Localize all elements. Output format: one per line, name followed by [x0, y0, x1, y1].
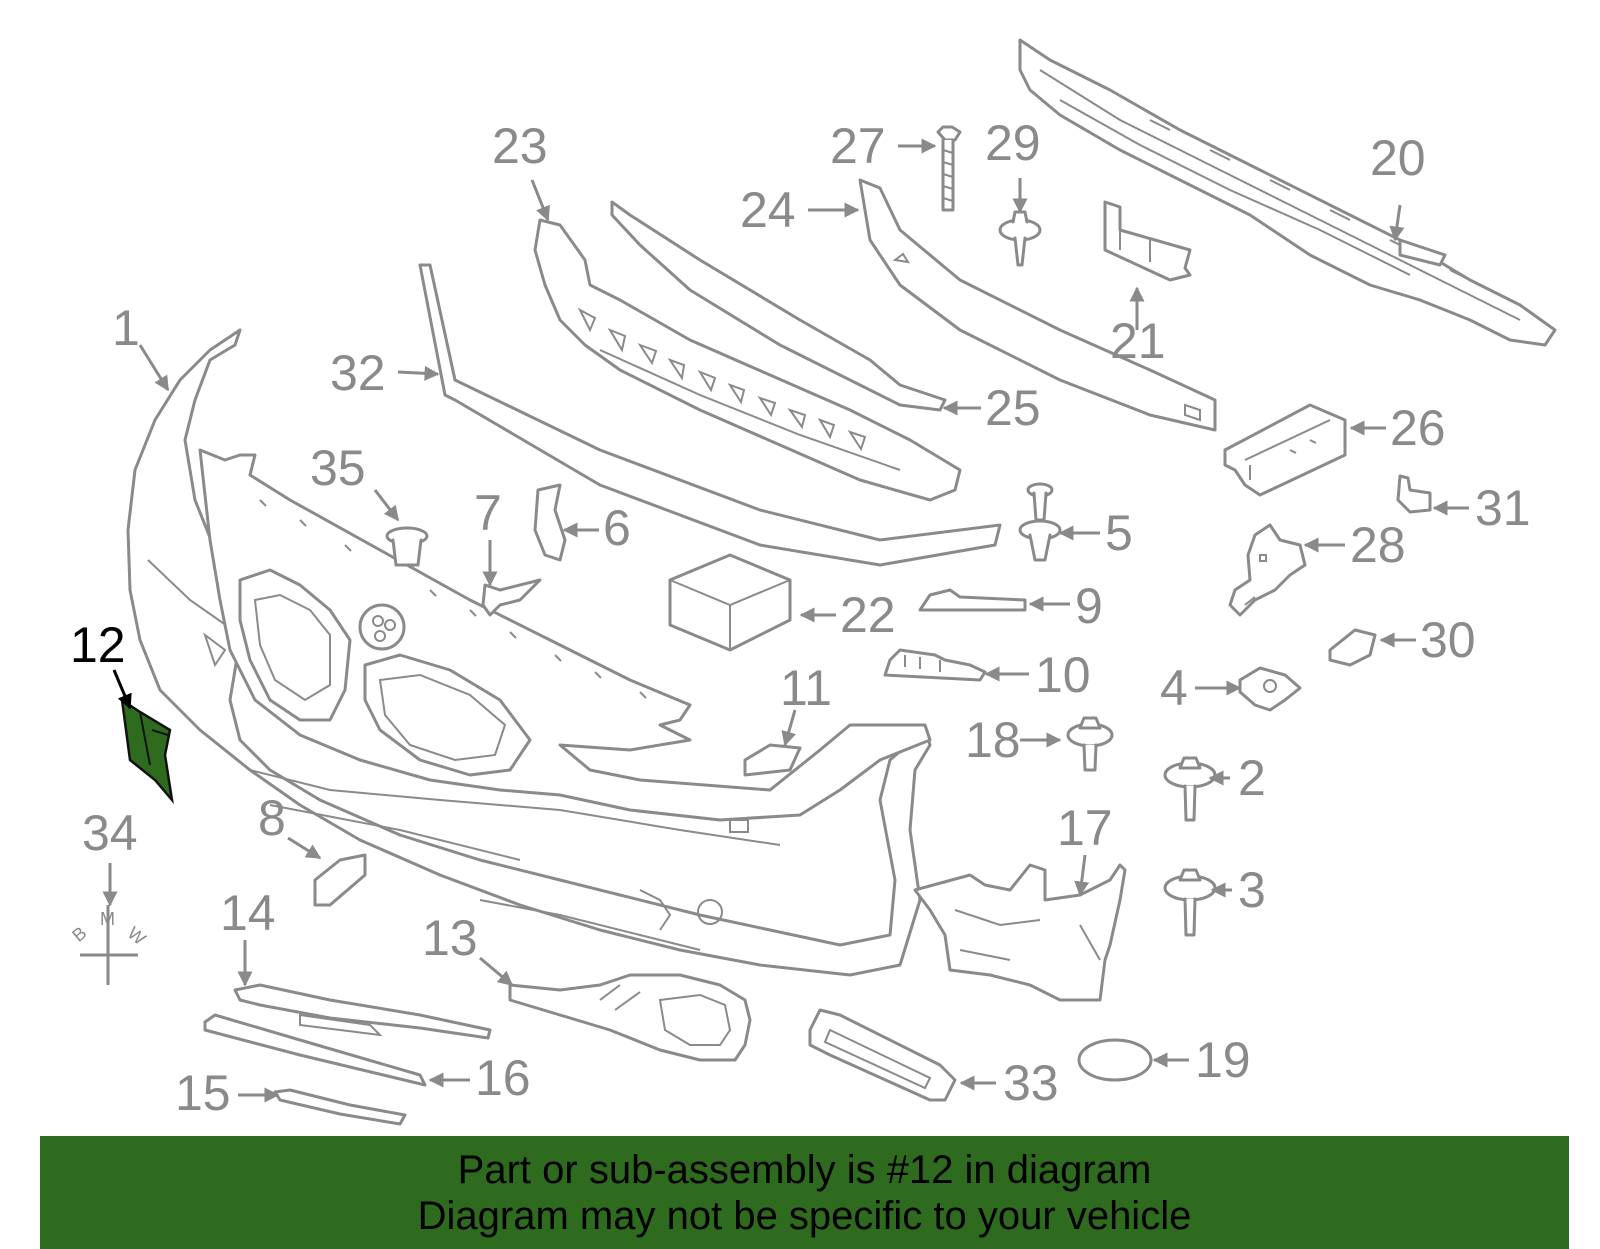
part-27-bolt: [936, 125, 962, 212]
part-7-bracket: [481, 578, 542, 617]
callout-18: 18: [965, 712, 1021, 768]
part-22-block: [668, 553, 792, 652]
banner-line-2: Diagram may not be specific to your vehi…: [417, 1193, 1192, 1238]
part-3-screw: [1163, 868, 1217, 937]
part-8-bracket: [313, 853, 367, 907]
callout-4: 4: [1160, 660, 1188, 716]
callout-16: 16: [475, 1050, 531, 1106]
part-33-frame: [808, 1008, 957, 1102]
part-11-panel: [743, 743, 802, 777]
callout-23: 23: [492, 118, 548, 174]
part-16-trim: [203, 1013, 427, 1087]
emblem-letter-w: W: [124, 923, 150, 949]
callout-35: 35: [310, 440, 366, 496]
banner-line-1: Part or sub-assembly is #12 in diagram: [457, 1147, 1152, 1192]
callout-12: 12: [70, 617, 126, 673]
callout-14: 14: [220, 885, 276, 941]
callout-8: 8: [258, 790, 286, 846]
callout-1: 1: [112, 300, 140, 356]
callout-21: 21: [1110, 313, 1166, 369]
part-2-screw: [1163, 756, 1217, 822]
part-34-emblem: B M W: [68, 905, 149, 985]
callout-3: 3: [1238, 862, 1266, 918]
callout-2: 2: [1238, 750, 1266, 806]
callout-22: 22: [840, 587, 896, 643]
callout-9: 9: [1075, 578, 1103, 634]
part-23-grille-carrier: [533, 218, 962, 502]
part-21-bracket: [1103, 200, 1192, 282]
callout-15: 15: [175, 1065, 231, 1121]
part-18-screw: [1066, 716, 1114, 772]
emblem-letter-m: M: [100, 909, 115, 929]
callout-29: 29: [985, 115, 1041, 171]
info-banner: Part or sub-assembly is #12 in diagram D…: [40, 1136, 1569, 1249]
part-35-plug: [385, 526, 429, 567]
callout-33: 33: [1003, 1055, 1059, 1111]
callout-31: 31: [1475, 480, 1531, 536]
part-4-clip: [1238, 666, 1302, 712]
callout-30: 30: [1420, 612, 1476, 668]
part-15-trim: [273, 1088, 407, 1126]
leader-lines: [102, 138, 1469, 1103]
callout-17: 17: [1057, 800, 1113, 856]
part-24-strip: [858, 178, 1217, 432]
part-31-clip: [1396, 474, 1432, 514]
callout-32: 32: [330, 345, 386, 401]
part-5-clip: [1018, 482, 1062, 562]
callout-13: 13: [422, 910, 478, 966]
part-29-clip: [998, 210, 1042, 267]
emblem-letter-b: B: [68, 923, 90, 946]
callout-26: 26: [1390, 400, 1446, 456]
callout-34: 34: [82, 805, 138, 861]
part-25-strip: [610, 200, 947, 412]
part-13-lower-grille: [508, 973, 752, 1062]
callout-25: 25: [985, 380, 1041, 436]
part-14-trim: [233, 983, 492, 1040]
part-6-bracket: [533, 483, 567, 562]
callout-10: 10: [1035, 647, 1091, 703]
part-26-bracket: [1223, 403, 1347, 497]
part-28-bracket: [1228, 523, 1307, 617]
part-12-highlighted: [120, 697, 174, 805]
part-19-ring: [1077, 1038, 1153, 1082]
callout-24: 24: [740, 182, 796, 238]
callout-5: 5: [1105, 505, 1133, 561]
callout-19: 19: [1195, 1032, 1251, 1088]
part-32-strip: [418, 263, 1002, 567]
part-17-liner: [913, 863, 1127, 1002]
callout-7: 7: [474, 485, 502, 541]
callout-20: 20: [1370, 130, 1426, 186]
callout-labels: 1 2 3 4 5 6 7 8 9 10 11 12 13 14 15 16 1…: [70, 115, 1531, 1121]
callout-6: 6: [603, 500, 631, 556]
callout-28: 28: [1350, 517, 1406, 573]
part-20-carrier: [1018, 38, 1557, 347]
part-9-strip: [918, 588, 1027, 612]
part-30-cover: [1328, 628, 1377, 667]
callout-27: 27: [830, 118, 886, 174]
callout-11: 11: [780, 660, 832, 716]
part-1-upper-frame: [198, 448, 932, 822]
part-10-strip: [883, 648, 987, 682]
